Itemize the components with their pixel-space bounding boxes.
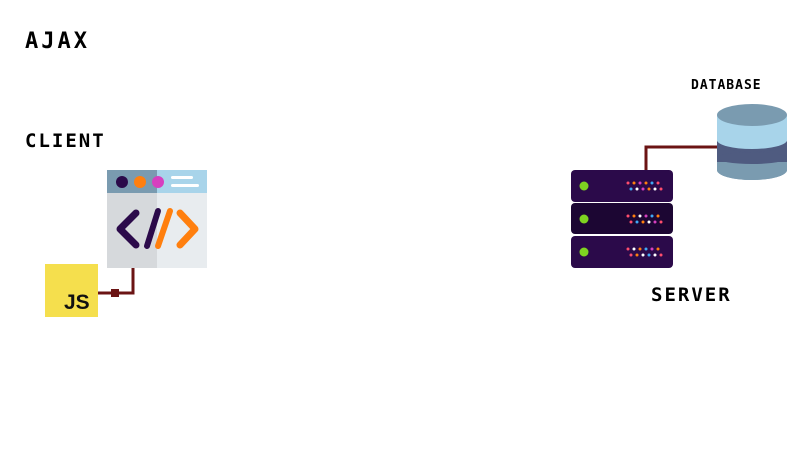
server-unit-3 xyxy=(571,236,673,268)
client-label: CLIENT xyxy=(25,130,106,152)
connector-node xyxy=(111,289,119,297)
window-dot-pink xyxy=(152,176,164,188)
window-dot-dark xyxy=(116,176,128,188)
database-icon xyxy=(717,104,787,180)
server-unit-1 xyxy=(571,170,673,202)
browser-code-icon xyxy=(107,170,207,268)
window-dot-orange xyxy=(134,176,146,188)
code-bracket-left xyxy=(116,209,140,249)
js-badge-icon xyxy=(45,264,98,317)
code-bracket-right xyxy=(176,209,199,249)
database-label: DATABASE xyxy=(691,78,762,93)
client-connector xyxy=(98,268,135,297)
server-rack-icon xyxy=(571,170,673,268)
server-database-connector xyxy=(644,145,719,170)
server-unit-2 xyxy=(571,203,673,234)
server-label: SERVER xyxy=(651,284,732,306)
js-badge-label: JS xyxy=(64,291,90,314)
code-slash xyxy=(144,208,161,249)
diagram-title: AJAX xyxy=(25,29,90,54)
code-slash-orange xyxy=(155,208,173,249)
